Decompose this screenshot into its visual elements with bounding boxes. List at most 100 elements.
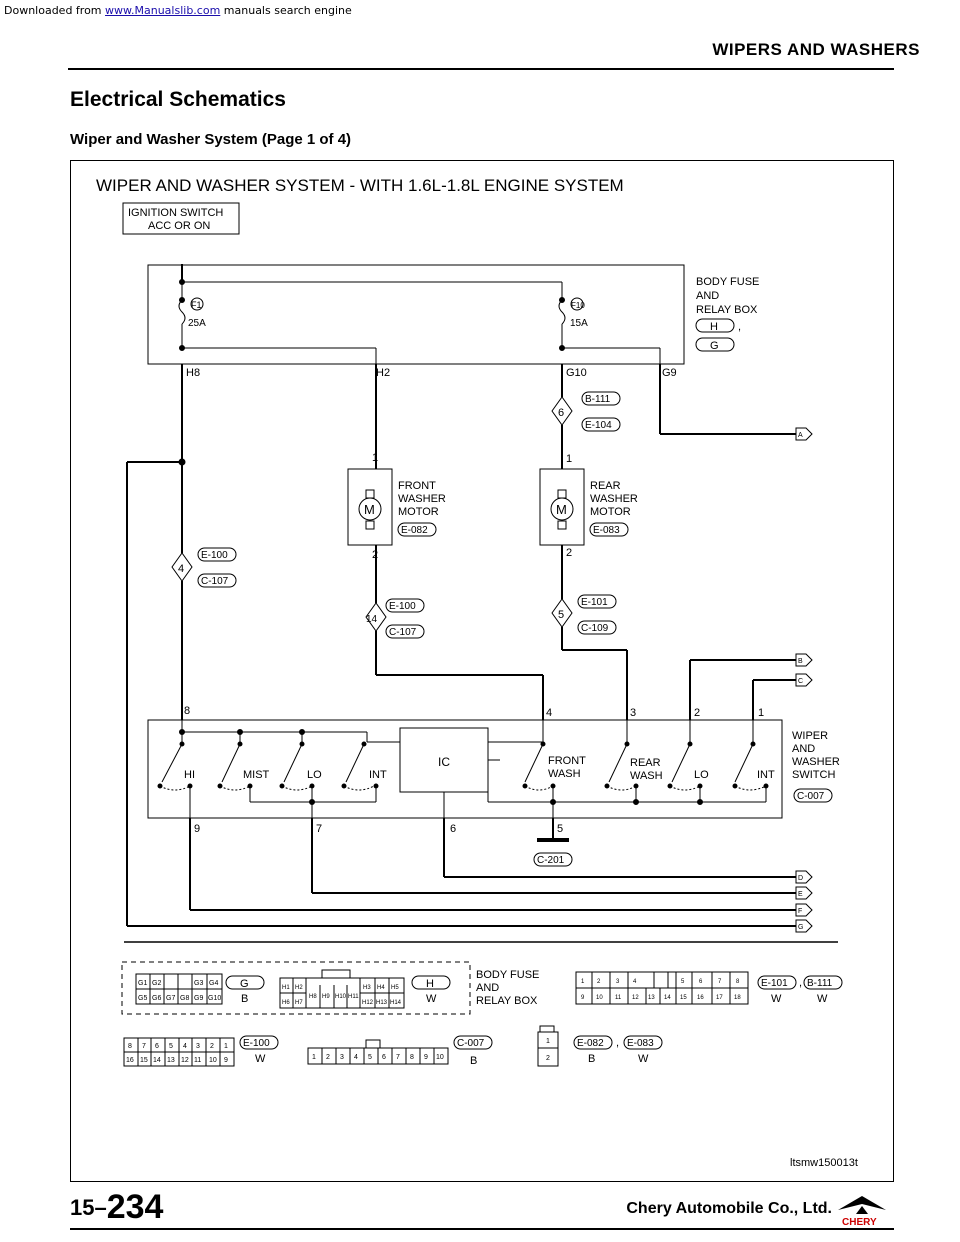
connector-h-view: H1 H2 H3 H4 H5 H8 H9 H10 H11 H6 H7 H12 H… xyxy=(279,969,405,1009)
manualslib-link[interactable]: www.Manualslib.com xyxy=(105,4,221,17)
arrow-b: B xyxy=(798,658,803,665)
svg-text:2: 2 xyxy=(210,1043,214,1050)
fuse-box-label-1: BODY FUSE xyxy=(696,276,759,288)
svg-text:5: 5 xyxy=(368,1054,372,1061)
tag-c107-a: C-107 xyxy=(201,576,229,587)
fuse-f10-symbol xyxy=(558,299,566,325)
svg-text:,: , xyxy=(799,977,802,989)
front-motor-label-2: WASHER xyxy=(398,493,446,505)
fuse-box-connector-group xyxy=(121,961,471,1015)
svg-text:17: 17 xyxy=(716,995,723,1001)
switch-pin1: 1 xyxy=(758,707,764,719)
svg-text:2: 2 xyxy=(326,1054,330,1061)
svg-text:1: 1 xyxy=(581,979,585,985)
fuse-f10-rating: 15A xyxy=(570,318,588,329)
sw-lo-2: LO xyxy=(694,769,709,781)
svg-text:H8: H8 xyxy=(309,994,317,1000)
svg-text:H1: H1 xyxy=(282,985,290,991)
conn-view-e082-label: E-082 xyxy=(577,1038,604,1049)
switch-pin5: 5 xyxy=(557,823,563,835)
splice-14: 14 xyxy=(366,614,378,625)
rear-motor-label-2: WASHER xyxy=(590,493,638,505)
svg-text:H4: H4 xyxy=(377,985,385,991)
splice-6: 6 xyxy=(558,407,564,419)
fuse-f1-id-circle xyxy=(190,297,204,311)
conn-view-e101-label: E-101 xyxy=(761,978,788,989)
svg-text:6: 6 xyxy=(382,1054,386,1061)
svg-text:4: 4 xyxy=(183,1043,187,1050)
switch-pin8: 8 xyxy=(184,705,190,717)
svg-text:11: 11 xyxy=(615,995,622,1001)
sw-front-wash-2: WASH xyxy=(548,768,581,780)
conn-tag-g xyxy=(695,337,735,352)
fuse-f1-rating: 25A xyxy=(188,318,206,329)
arrow-g: G xyxy=(798,924,803,931)
ignition-label-1: IGNITION SWITCH xyxy=(128,207,223,219)
header-rule xyxy=(68,68,894,70)
splice-4-diamond xyxy=(171,552,193,582)
splice-6-diamond xyxy=(551,396,573,426)
switch-label-1: WIPER xyxy=(792,730,828,742)
rear-motor-label-3: MOTOR xyxy=(590,506,631,518)
svg-text:8: 8 xyxy=(410,1054,414,1061)
tag-c007: C-007 xyxy=(797,791,825,802)
svg-text:G2: G2 xyxy=(152,980,161,987)
switch-label-4: SWITCH xyxy=(792,769,835,781)
svg-text:2: 2 xyxy=(546,1055,550,1062)
rear-motor-symbol xyxy=(550,497,574,521)
tag-c109: C-109 xyxy=(581,623,609,634)
sw-hi: HI xyxy=(184,769,195,781)
svg-text:1: 1 xyxy=(312,1054,316,1061)
conn-tag-g-text: G xyxy=(710,340,719,352)
svg-text:G3: G3 xyxy=(194,980,203,987)
front-motor-label-3: MOTOR xyxy=(398,506,439,518)
front-motor-pin1: 1 xyxy=(372,452,378,464)
svg-text:14: 14 xyxy=(664,995,671,1001)
tag-e082: E-082 xyxy=(401,525,428,536)
svg-text:12: 12 xyxy=(181,1057,189,1064)
svg-text:5: 5 xyxy=(169,1043,173,1050)
diagram-title: WIPER AND WASHER SYSTEM - WITH 1.6L-1.8L… xyxy=(96,176,624,195)
fuse-f1-symbol xyxy=(178,299,186,325)
footer-rule xyxy=(70,1228,894,1230)
svg-text:H11: H11 xyxy=(348,994,359,1000)
logo-text: CHERY xyxy=(842,1217,877,1228)
conn-tag-h-text: H xyxy=(710,321,718,333)
switch-label-2: AND xyxy=(792,743,815,755)
svg-text:H3: H3 xyxy=(363,985,371,991)
switch-pin2: 2 xyxy=(694,707,700,719)
svg-text:6: 6 xyxy=(699,979,703,985)
splice-4: 4 xyxy=(178,563,184,575)
section-number: 15– xyxy=(70,1195,107,1220)
conn-tag-h xyxy=(695,318,735,333)
conn-view-e083-label: E-083 xyxy=(627,1038,654,1049)
svg-text:8: 8 xyxy=(128,1043,132,1050)
front-motor-label-1: FRONT xyxy=(398,480,436,492)
svg-text:3: 3 xyxy=(196,1043,200,1050)
svg-text:H6: H6 xyxy=(282,1000,290,1006)
switch-pin9: 9 xyxy=(194,823,200,835)
svg-text:9: 9 xyxy=(581,995,585,1001)
pin-g10: G10 xyxy=(566,367,587,379)
download-line: Downloaded from www.Manualslib.com manua… xyxy=(4,4,352,17)
sw-mist: MIST xyxy=(243,769,270,781)
svg-text:16: 16 xyxy=(697,995,704,1001)
sw-lo: LO xyxy=(307,769,322,781)
svg-text:15: 15 xyxy=(680,995,687,1001)
svg-text:13: 13 xyxy=(167,1057,175,1064)
svg-text:G4: G4 xyxy=(209,980,218,987)
svg-text:7: 7 xyxy=(396,1054,400,1061)
svg-text:G9: G9 xyxy=(194,995,203,1002)
front-motor-symbol xyxy=(358,497,382,521)
rear-motor-pin2: 2 xyxy=(566,547,572,559)
svg-text:13: 13 xyxy=(648,995,655,1001)
splice-5-diamond xyxy=(551,598,573,628)
conn-view-c007-label: C-007 xyxy=(457,1038,485,1049)
conn-view-fuse-label-1: BODY FUSE xyxy=(476,969,539,981)
svg-text:14: 14 xyxy=(153,1057,161,1064)
tag-e104: E-104 xyxy=(585,420,612,431)
connector-g-view: G1 G2 G3 G4 G5 G6 G7 G8 G9 G10 xyxy=(135,973,223,1005)
pin-h2: H2 xyxy=(376,367,390,379)
connector-e101-view: 1 2 3 4 5 6 7 8 9 10 11 12 13 14 15 16 1… xyxy=(575,971,749,1005)
